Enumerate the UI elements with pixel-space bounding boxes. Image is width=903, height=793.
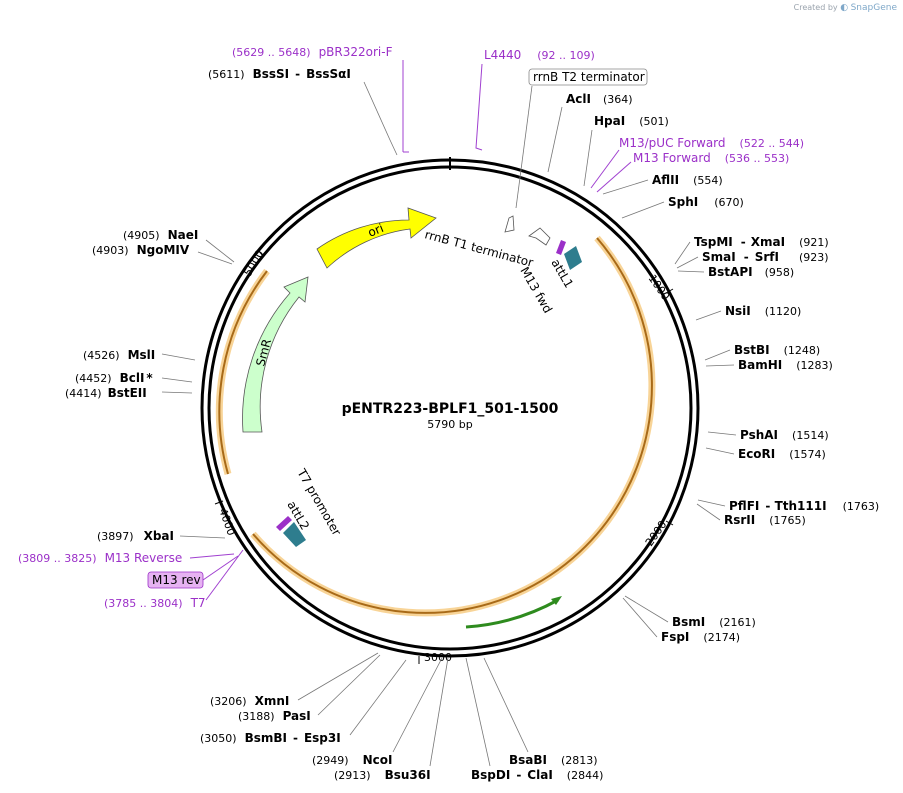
enzyme-pasi: (3188)PasI	[238, 709, 311, 723]
enzyme-bsu36i: (2913)Bsu36I	[334, 768, 431, 782]
enzyme-bsabi-leader	[465, 657, 529, 767]
enzyme-bsmi-leader	[622, 595, 669, 638]
primer-m13rev-leader	[189, 553, 235, 559]
plasmid-name: pENTR223-BPLF1_501-1500	[342, 401, 559, 417]
enzyme-aflii-leader	[602, 179, 649, 195]
primer-pbr322orif-leader	[402, 60, 409, 153]
m13rev-box-label: M13 rev	[152, 573, 201, 587]
tick-2000-mark	[665, 520, 674, 526]
credit-brand: SnapGene	[850, 3, 897, 13]
enzyme-xbai-leader	[179, 535, 226, 539]
tick-4000: 4000	[216, 507, 238, 538]
enzyme-aflii: AflII(554)	[652, 173, 723, 187]
rrnb-t2-label: rrnB T2 terminator	[533, 70, 645, 84]
enzyme-bsmi: BsmI(2161)	[672, 615, 756, 629]
snapgene-logo-icon: ◐	[840, 3, 849, 13]
enzyme-rsrii: RsrII(1765)	[724, 513, 806, 527]
orf-green-arrowhead	[551, 596, 562, 605]
ori-label: ori	[366, 221, 386, 240]
primer-m13fwd: M13 Forward(536 .. 553)	[633, 151, 789, 165]
primer-m13puc: M13/pUC Forward(522 .. 544)	[619, 136, 804, 150]
tick-3000: 3000	[424, 651, 452, 664]
rrnb-t1-arrow	[528, 227, 551, 246]
orf-arc-main-line	[252, 237, 653, 614]
enzyme-naei-leader	[197, 239, 235, 265]
t7-primer-arrow	[276, 516, 292, 531]
primer-m13fwd-leader	[596, 161, 632, 193]
enzyme-bstbi-leader	[704, 349, 735, 367]
enzyme-tspmi: TspMI-XmaI(921)	[694, 235, 829, 249]
enzyme-xbai: (3897)XbaI	[97, 529, 174, 543]
enzyme-bcli-leader	[161, 353, 196, 394]
enzyme-bsssi: (5611)BssSI-BssSαI	[208, 67, 351, 81]
m13fwd-label: M13 fwd	[517, 265, 555, 316]
rrnb-t2-box	[528, 68, 648, 86]
credit-prefix: Created by	[793, 3, 838, 12]
enzyme-sphi-leader	[621, 201, 665, 219]
enzyme-ngomiv: (4903)NgoMIV	[92, 243, 190, 257]
enzyme-fspi: FspI(2174)	[661, 630, 740, 644]
enzyme-bsmbi: (3050)BsmBI-Esp3I	[200, 731, 341, 745]
tick-1000-mark	[665, 288, 674, 294]
primer-l4440: L4440(92 .. 109)	[484, 48, 595, 62]
rrnb-t1-label: rrnB T1 terminator	[423, 227, 535, 269]
enzyme-ecori: EcoRI(1574)	[738, 447, 826, 461]
rrnb-t2-arrow	[504, 215, 515, 233]
enzyme-bspdi: BspDI-ClaI(2844)	[471, 768, 603, 782]
enzyme-xmni: (3206)XmnI	[210, 694, 289, 708]
enzyme-acli-leader	[547, 106, 563, 173]
enzyme-nsii: NsiI(1120)	[725, 304, 801, 318]
m13fwd-primer-arrow	[556, 240, 566, 255]
primer-l4440-leader	[475, 63, 483, 151]
snapgene-credit: Created by ◐ SnapGene	[794, 3, 897, 13]
enzyme-nsii-leader	[695, 310, 722, 321]
enzyme-bsssi-leader	[363, 81, 398, 156]
enzyme-acli: AclI(364)	[566, 92, 633, 106]
smr-label: SmR	[253, 337, 274, 367]
attl2-label: attL2	[284, 499, 312, 533]
m13rev-box-leader	[202, 555, 239, 581]
enzyme-bsabi: BsaBI(2813)	[509, 753, 598, 767]
enzyme-naei: (4905)NaeI	[123, 228, 198, 242]
enzyme-pflfi: PflFI-Tth111I(1763)	[729, 499, 879, 513]
enzyme-msli: (4526)MslI	[83, 348, 155, 362]
orf-green-arrow	[465, 598, 559, 629]
attl2-feature-arrow	[283, 522, 306, 547]
enzyme-smai: SmaI-SrfI(923)	[702, 250, 829, 264]
enzyme-bcli: (4452)BclI*	[75, 371, 153, 385]
tick-4000-mark	[214, 500, 224, 505]
enzyme-hpai-leader	[583, 129, 593, 187]
enzyme-bsmbi-leader	[349, 659, 407, 736]
smr-feature-arrow	[242, 276, 309, 433]
enzyme-pflfi-leader	[696, 499, 726, 521]
primer-m13puc-leader	[590, 149, 620, 189]
enzyme-ncoi: (3050)(2949)NcoI	[312, 753, 392, 767]
enzyme-bstbi: BstBI(1248)	[734, 343, 820, 357]
enzyme-sphi: SphI(670)	[668, 195, 744, 209]
enzyme-xmai-group-leader	[674, 241, 705, 273]
plasmid-size: 5790 bp	[427, 418, 472, 431]
primer-t7: (3785 .. 3804)T7	[104, 596, 206, 610]
attl1-feature-arrow	[564, 246, 582, 270]
enzyme-ncoi-leader	[392, 657, 449, 767]
enzyme-pshai-leader	[705, 431, 737, 455]
ori-feature-arrow	[316, 207, 437, 269]
primer-t7-leader	[205, 549, 244, 601]
tick-5000-mark	[257, 249, 264, 257]
enzyme-bsteii: (4414)BstEII	[65, 386, 147, 400]
enzyme-bamhi: BamHI(1283)	[738, 358, 833, 372]
enzyme-pshai: PshAI(1514)	[740, 428, 829, 442]
rrnb-t2-leader	[515, 85, 533, 209]
orf-arc-left-line	[218, 270, 268, 475]
enzyme-bstapi: BstAPI(958)	[708, 265, 794, 279]
primer-m13rev: (3809 .. 3825)M13 Reverse	[18, 551, 182, 565]
primer-pbr322orif: (5629 .. 5648)pBR322ori-F	[232, 45, 393, 59]
enzyme-hpai: HpaI(501)	[594, 114, 669, 128]
enzyme-xmni-leader	[297, 652, 381, 716]
